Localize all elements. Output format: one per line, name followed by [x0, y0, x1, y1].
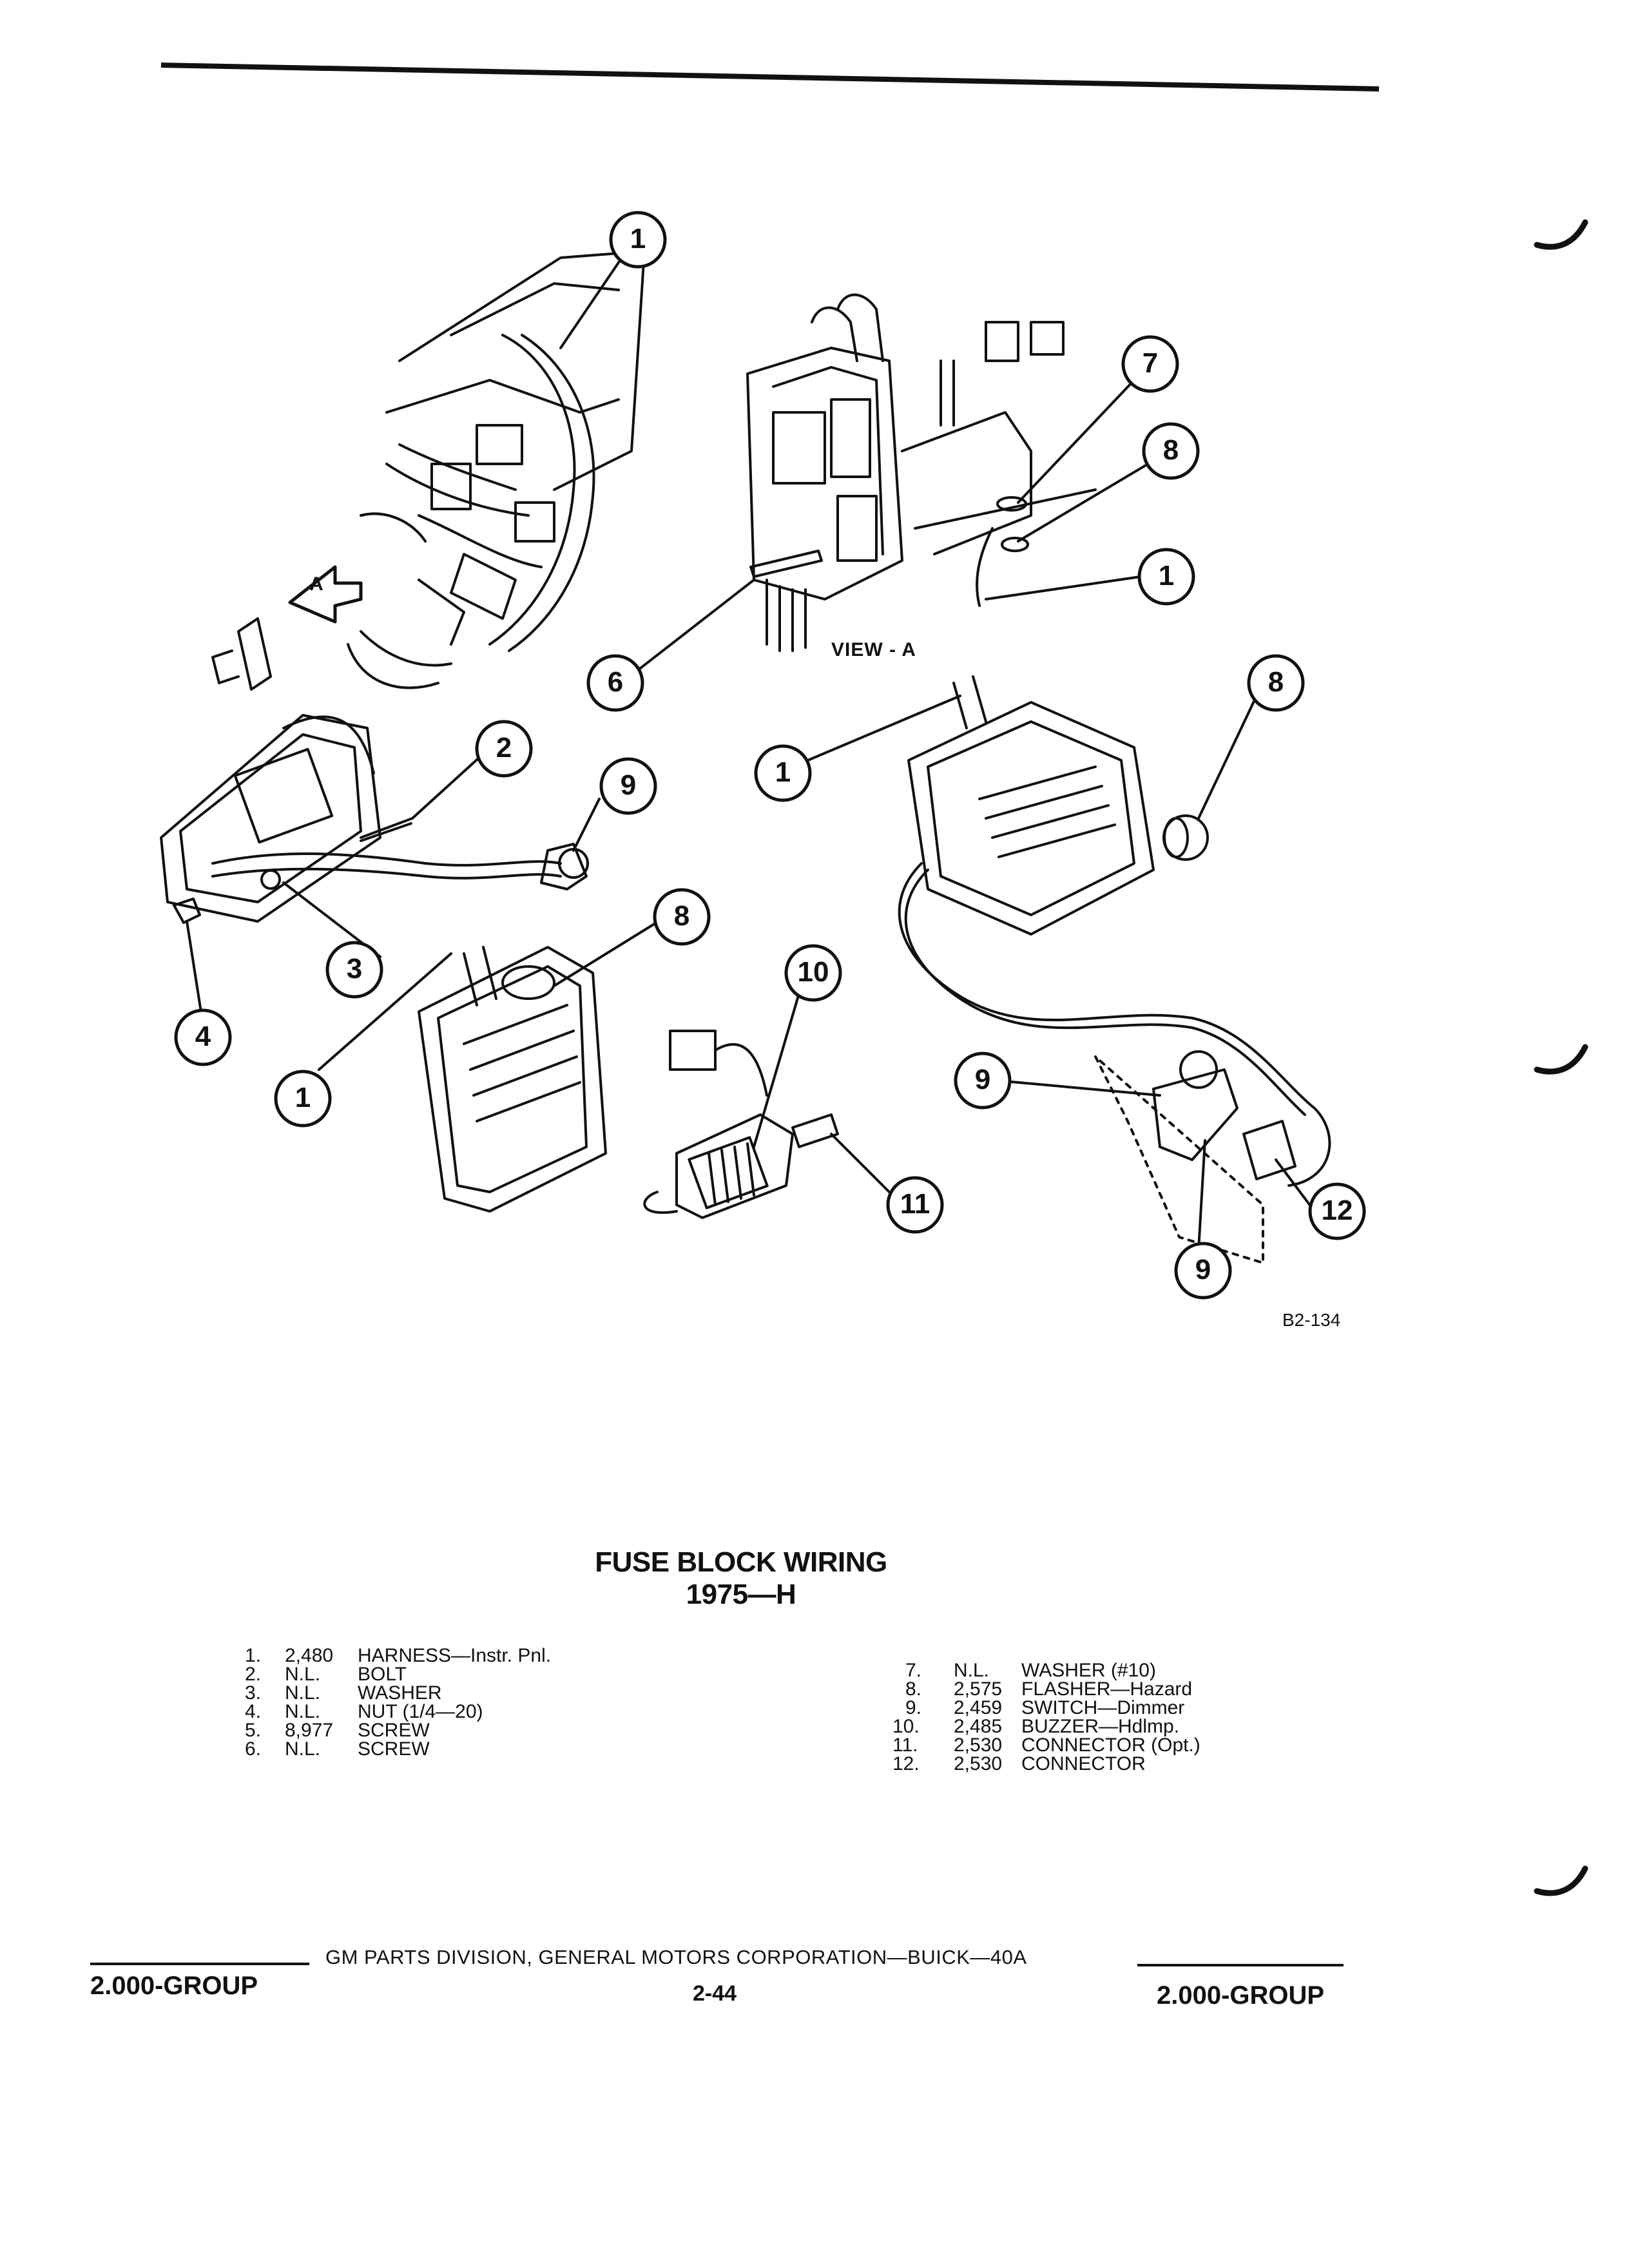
- part-number: 2,530: [954, 1735, 1003, 1756]
- part-number-index: 1.: [245, 1645, 262, 1666]
- callout-9-bottom: 9: [1195, 1254, 1211, 1285]
- callout-labels: 1 7 8 1 6 8 1 2 9 3 4 8 1 10 11 9 9 12 A: [195, 223, 1353, 1285]
- part-number-index: 6.: [245, 1738, 262, 1760]
- part-number-index: 7.: [905, 1660, 922, 1681]
- top-rule: [160, 62, 1380, 91]
- part-description: HARNESS—Instr. Pnl.: [358, 1645, 552, 1666]
- callout-8-right: 8: [1268, 666, 1284, 698]
- callout-9-mid: 9: [974, 1064, 991, 1095]
- callout-10: 10: [797, 956, 829, 988]
- callout-4: 4: [195, 1021, 211, 1052]
- title-line-2: 1975—H: [686, 1579, 796, 1610]
- callout-12: 12: [1321, 1195, 1353, 1226]
- callout-1-lower: 1: [294, 1082, 311, 1113]
- part-number: N.L.: [285, 1738, 321, 1760]
- part-number: 2,530: [954, 1753, 1003, 1774]
- callout-1-right: 1: [775, 756, 791, 788]
- part-description: CONNECTOR: [1021, 1753, 1146, 1774]
- part-number-index: 8.: [905, 1678, 922, 1700]
- part-number: 2,480: [285, 1645, 334, 1666]
- part-description: BOLT: [358, 1664, 407, 1685]
- part-number-index: 11.: [892, 1735, 918, 1756]
- callout-11: 11: [900, 1188, 930, 1220]
- callout-9-upper: 9: [620, 769, 637, 801]
- figure-id: B2-134: [1282, 1310, 1341, 1330]
- callout-7: 8: [1162, 434, 1179, 466]
- part-number-index: 12.: [892, 1753, 920, 1774]
- part-number: N.L.: [285, 1701, 321, 1722]
- footer-rules: [90, 1963, 1344, 1966]
- part-number-index: 4.: [245, 1701, 262, 1722]
- binder-marks: [1534, 219, 1588, 1896]
- callout-circles: [174, 211, 1366, 1300]
- part-number: N.L.: [285, 1682, 321, 1704]
- part-number: N.L.: [954, 1660, 990, 1681]
- view-a-label: VIEW - A: [831, 639, 916, 660]
- part-number-index: 5.: [245, 1720, 262, 1741]
- part-number: 2,459: [954, 1697, 1003, 1718]
- callout-1-view-a: 1: [1158, 560, 1175, 591]
- part-description: BUZZER—Hdlmp.: [1021, 1716, 1180, 1737]
- part-description: CONNECTOR (Opt.): [1021, 1735, 1200, 1756]
- part-number: 2,575: [954, 1678, 1003, 1700]
- part-description: WASHER: [358, 1682, 442, 1704]
- part-number-index: 9.: [905, 1697, 922, 1718]
- callout-6: 7: [1142, 347, 1159, 379]
- footer-group-right: 2.000-GROUP: [1157, 1981, 1325, 2010]
- part-description: WASHER (#10): [1021, 1660, 1156, 1681]
- title-line-1: FUSE BLOCK WIRING: [595, 1546, 887, 1578]
- footer-group-left: 2.000-GROUP: [90, 1972, 258, 2000]
- parts-legend-right: 7. N.L. WASHER (#10) 8. 2,575 FLASHER—Ha…: [892, 1661, 1344, 1790]
- callout-5: 6: [607, 666, 624, 698]
- page-title: FUSE BLOCK WIRING 1975—H: [483, 1546, 999, 1611]
- view-a-arrow-icon: [288, 565, 363, 624]
- part-number: 2,485: [954, 1716, 1003, 1737]
- callout-1-top: 1: [630, 223, 646, 255]
- part-number: N.L.: [285, 1664, 321, 1685]
- view-arrow-letter: A: [309, 573, 323, 595]
- part-description: NUT (1/4—20): [358, 1701, 483, 1722]
- page-number: 2-44: [693, 1981, 737, 2006]
- lower-fuse-block-drawing: [418, 946, 839, 1219]
- part-number-index: 10.: [892, 1716, 920, 1737]
- instrument-panel-harness-drawing: [160, 250, 646, 924]
- part-description: SCREW: [358, 1738, 430, 1760]
- footer-publisher: GM PARTS DIVISION, GENERAL MOTORS CORPOR…: [325, 1946, 1027, 1968]
- part-description: SWITCH—Dimmer: [1021, 1697, 1185, 1718]
- part-number-index: 3.: [245, 1682, 262, 1704]
- callout-8-lower: 8: [673, 900, 690, 932]
- callout-3: 3: [346, 953, 363, 985]
- part-number-index: 2.: [245, 1664, 262, 1685]
- right-fuse-block-drawing: [898, 675, 1331, 1264]
- part-description: FLASHER—Hazard: [1021, 1678, 1193, 1700]
- parts-legend-left: 1. 2,480 HARNESS—Instr. Pnl. 2. N.L. BOL…: [245, 1646, 696, 1775]
- part-description: SCREW: [358, 1720, 430, 1741]
- callout-2: 2: [496, 732, 512, 764]
- part-number: 8,977: [285, 1720, 334, 1741]
